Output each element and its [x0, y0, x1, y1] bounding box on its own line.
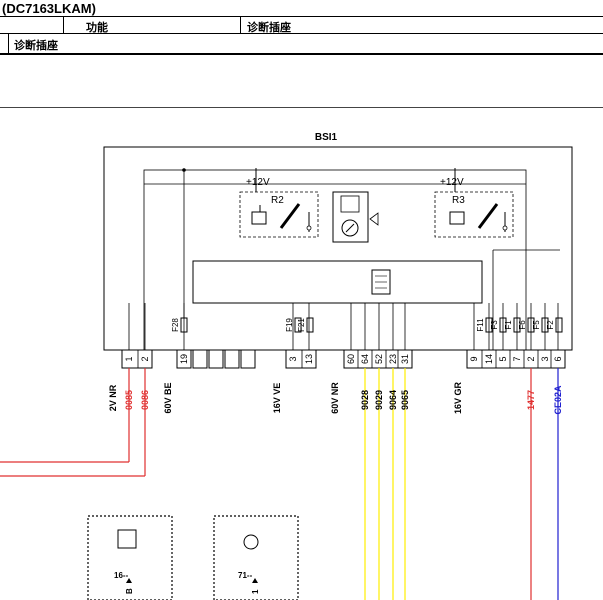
component-mid-box: [213, 515, 299, 600]
pin-31: 31: [400, 354, 410, 364]
relay-r2-name: R2: [271, 195, 284, 206]
pin-19: 19: [179, 354, 189, 364]
pin-9: 9: [469, 356, 479, 361]
relay-r2-supply: +12V: [246, 177, 270, 188]
connector-label: 16V VE: [272, 383, 282, 414]
connector-slot: [224, 349, 240, 369]
fuse: [294, 317, 302, 333]
connector-slot: [208, 349, 224, 369]
header-col-rule: [240, 16, 241, 33]
pin-3: 3: [288, 356, 298, 361]
header-diag-row: 诊断插座: [14, 40, 58, 52]
bsi-inner-frame: [143, 169, 527, 351]
connector-label: 60V BE: [163, 382, 173, 413]
relay-r3-contact: [477, 203, 499, 229]
pin-13: 13: [304, 354, 314, 364]
pin-7: 7: [512, 356, 522, 361]
pin-60: 60: [346, 354, 356, 364]
relay-r3-dashed: [434, 191, 514, 238]
fuse-label: F5: [532, 320, 541, 330]
central-meter-dial: [341, 219, 359, 237]
header-table: (DC7163LKAM) 功能 诊断插座 诊断插座: [0, 0, 603, 108]
relay-r2-coil: [251, 211, 267, 225]
relay-r2-contact: [279, 203, 301, 229]
component-left-pin: B: [125, 588, 134, 594]
pin-3b: 3: [540, 356, 550, 361]
connector-slot: [192, 349, 208, 369]
relay-r3-supply: +12V: [440, 177, 464, 188]
component-left-number: 16--: [114, 571, 129, 580]
component-mid-pin: 1: [251, 589, 260, 594]
wire-0086-label: 0086: [140, 390, 150, 410]
pin-2: 2: [140, 356, 150, 361]
fuse-label: F1: [504, 320, 513, 330]
ecu-chip: [371, 269, 391, 295]
control-block: [192, 260, 483, 304]
fuse-label: F19: [285, 318, 294, 332]
fuse-label: F3: [490, 320, 499, 330]
fuse: [306, 317, 314, 333]
component-mid-icon: [243, 534, 259, 550]
wire-9064-label: 9064: [388, 390, 398, 410]
connector-slot: [240, 349, 256, 369]
wire-ce02a-label: CE02A: [553, 385, 563, 415]
module-label: BSI1: [315, 132, 338, 143]
wire-9065-label: 9065: [400, 390, 410, 410]
pin-52: 52: [374, 354, 384, 364]
pin-64: 64: [360, 354, 370, 364]
header-divider: [0, 53, 603, 55]
component-mid-number: 71--: [238, 571, 253, 580]
pin-2b: 2: [526, 356, 536, 361]
wire-9028-label: 9028: [360, 390, 370, 410]
fuse-label: F6: [518, 320, 527, 330]
fuse-label: F21: [297, 318, 306, 332]
section-divider: [0, 107, 603, 108]
pin-1: 1: [124, 356, 134, 361]
pin-6: 6: [553, 356, 563, 361]
connector-label: 16V GR: [453, 381, 463, 414]
wire-0085-label: 0085: [124, 390, 134, 410]
component-left-box: [87, 515, 173, 600]
fuse-label: F28: [171, 318, 180, 332]
wire-1477-label: 1477: [526, 390, 536, 410]
pin-5: 5: [498, 356, 508, 361]
connector-label: 2V NR: [108, 384, 118, 411]
pin-23: 23: [388, 354, 398, 364]
header-col-rule: [8, 33, 9, 53]
relay-r3-name: R3: [452, 195, 465, 206]
fuse: [555, 317, 563, 333]
pin-14: 14: [484, 354, 494, 364]
header-function-col: 功能: [86, 22, 108, 34]
header-title: (DC7163LKAM): [2, 1, 96, 16]
relay-r3-coil: [449, 211, 465, 225]
fuse-label: F2: [546, 320, 555, 330]
component-left-icon: [117, 529, 137, 549]
relay-r2-dashed: [239, 191, 319, 238]
fuse-label: F11: [476, 318, 485, 332]
wire-9029-label: 9029: [374, 390, 384, 410]
header-divider: [0, 16, 603, 17]
header-col-rule: [63, 16, 64, 33]
central-meter-box: [332, 191, 369, 243]
header-diag-col: 诊断插座: [247, 22, 291, 34]
connector-label: 60V NR: [330, 382, 340, 414]
header-divider: [0, 33, 603, 34]
